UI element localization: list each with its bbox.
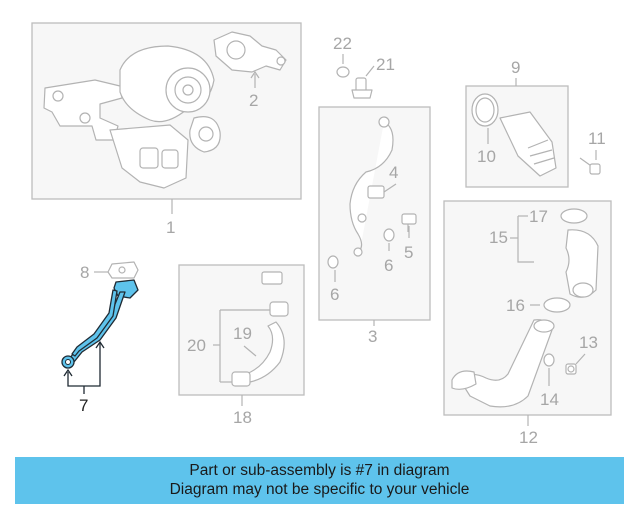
bolt-13[interactable] (565, 363, 577, 375)
clamp-17[interactable] (560, 208, 588, 224)
banner-line-1: Part or sub-assembly is #7 in diagram (189, 462, 450, 479)
callout-20: 20 (187, 336, 206, 355)
callout-9: 9 (511, 58, 520, 77)
callout-14: 14 (540, 390, 559, 409)
callout-19: 19 (233, 324, 252, 343)
washer-14[interactable] (543, 353, 555, 367)
callout-7: 7 (79, 396, 88, 415)
group-box-oil-return (178, 264, 305, 396)
callout-3: 3 (368, 327, 377, 346)
connector-20-lower[interactable] (231, 371, 251, 387)
callout-2: 2 (249, 91, 258, 110)
washer-6a[interactable] (383, 228, 395, 242)
callout-11: 11 (588, 129, 606, 148)
callout-12: 12 (519, 428, 538, 447)
gasket-8[interactable] (107, 261, 139, 279)
washer-6b[interactable] (327, 255, 339, 269)
callout-10: 10 (477, 147, 496, 166)
callout-6b: 6 (330, 285, 339, 304)
callout-22: 22 (333, 34, 352, 53)
banjo-bolt-5[interactable] (401, 213, 417, 232)
callout-15: 15 (489, 228, 508, 247)
banner-line-2: Diagram may not be specific to your vehi… (169, 481, 470, 498)
oil-return-pipe-7[interactable] (61, 279, 139, 369)
oil-feed-line[interactable] (349, 116, 394, 257)
callout-1: 1 (166, 218, 175, 237)
gasket-22[interactable] (336, 66, 350, 78)
turbo-actuator[interactable] (213, 31, 287, 73)
bolt-11[interactable] (579, 157, 601, 175)
clamp-16[interactable] (543, 297, 571, 313)
info-banner: Part or sub-assembly is #7 in diagram Di… (15, 457, 624, 504)
turbocharger-manifold[interactable] (43, 45, 221, 189)
callout-6a: 6 (384, 256, 393, 275)
callout-4: 4 (389, 163, 398, 182)
intake-hose-10[interactable] (499, 111, 557, 177)
callout-18: 18 (233, 408, 252, 427)
callout-8: 8 (80, 263, 89, 282)
connector-20-upper[interactable] (261, 271, 289, 317)
callout-5: 5 (404, 243, 413, 262)
callout-17: 17 (529, 207, 548, 226)
fitting-21[interactable] (351, 77, 373, 99)
parts-diagram: 1 2 22 21 4 5 6 6 3 9 (31, 22, 612, 447)
callout-13: 13 (579, 333, 598, 352)
hose-15[interactable] (565, 229, 599, 298)
callout-16: 16 (506, 296, 525, 315)
charge-pipe-12[interactable] (451, 319, 555, 408)
callout-21: 21 (376, 55, 395, 74)
